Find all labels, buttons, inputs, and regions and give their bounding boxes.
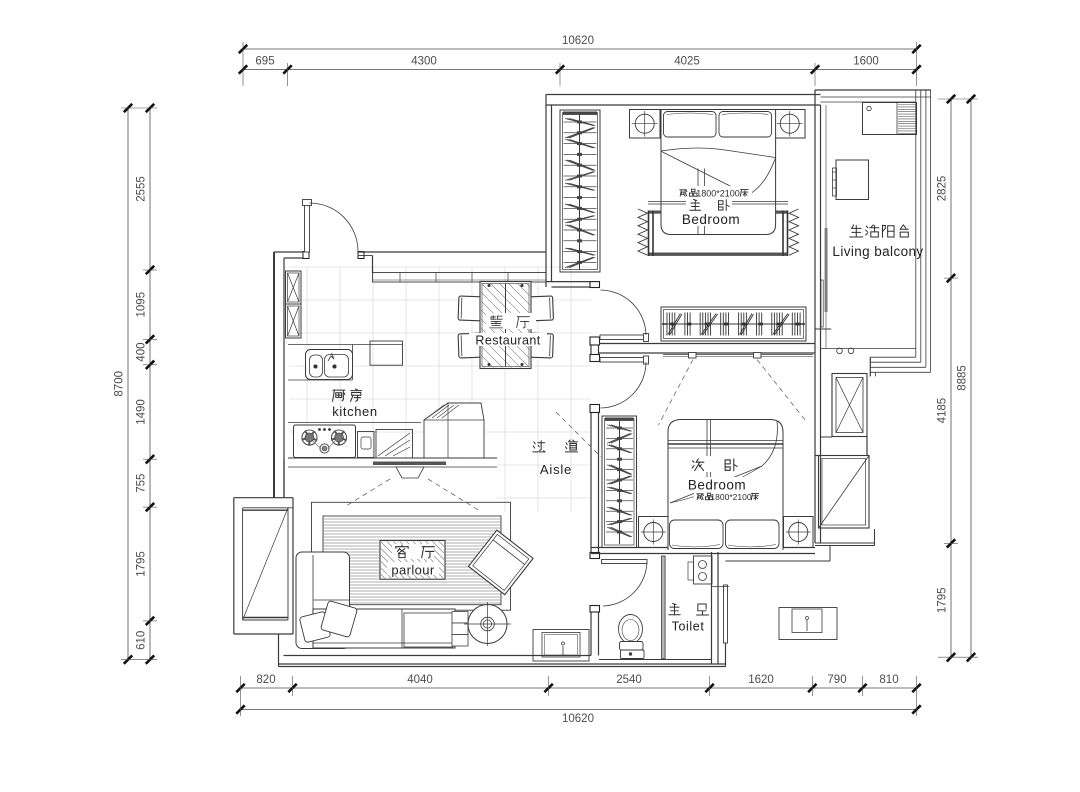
svg-text:Bedroom: Bedroom [682, 212, 740, 227]
svg-text:Bedroom: Bedroom [688, 478, 746, 493]
svg-text:1095: 1095 [136, 292, 148, 318]
svg-text:2555: 2555 [136, 176, 148, 202]
svg-text:790: 790 [827, 674, 846, 686]
svg-text:695: 695 [255, 56, 274, 68]
svg-text:4025: 4025 [674, 56, 700, 68]
svg-text:Restaurant: Restaurant [475, 334, 540, 348]
svg-text:4300: 4300 [411, 56, 437, 68]
svg-text:1800*2100: 1800*2100 [696, 189, 740, 199]
svg-text:Toilet: Toilet [672, 620, 705, 634]
svg-text:4040: 4040 [407, 674, 433, 686]
svg-text:2825: 2825 [937, 176, 949, 202]
svg-text:10620: 10620 [562, 35, 594, 47]
svg-text:2540: 2540 [616, 674, 642, 686]
svg-text:1620: 1620 [748, 674, 774, 686]
svg-text:parlour: parlour [391, 563, 435, 578]
svg-text:Aisle: Aisle [540, 462, 572, 477]
svg-text:1795: 1795 [937, 588, 949, 614]
svg-text:8700: 8700 [114, 371, 126, 397]
svg-text:10620: 10620 [562, 713, 594, 725]
svg-text:1600: 1600 [853, 56, 879, 68]
svg-text:755: 755 [136, 474, 148, 493]
svg-text:1795: 1795 [136, 551, 148, 577]
svg-text:8885: 8885 [957, 365, 969, 391]
svg-text:400: 400 [136, 343, 148, 362]
svg-text:kitchen: kitchen [332, 404, 377, 419]
svg-text:1800*2100: 1800*2100 [710, 492, 751, 502]
svg-text:820: 820 [256, 674, 275, 686]
svg-text:610: 610 [136, 631, 148, 650]
svg-text:1490: 1490 [136, 399, 148, 425]
svg-text:810: 810 [879, 674, 898, 686]
svg-text:Living balcony: Living balcony [832, 244, 923, 259]
svg-text:4185: 4185 [937, 398, 949, 424]
